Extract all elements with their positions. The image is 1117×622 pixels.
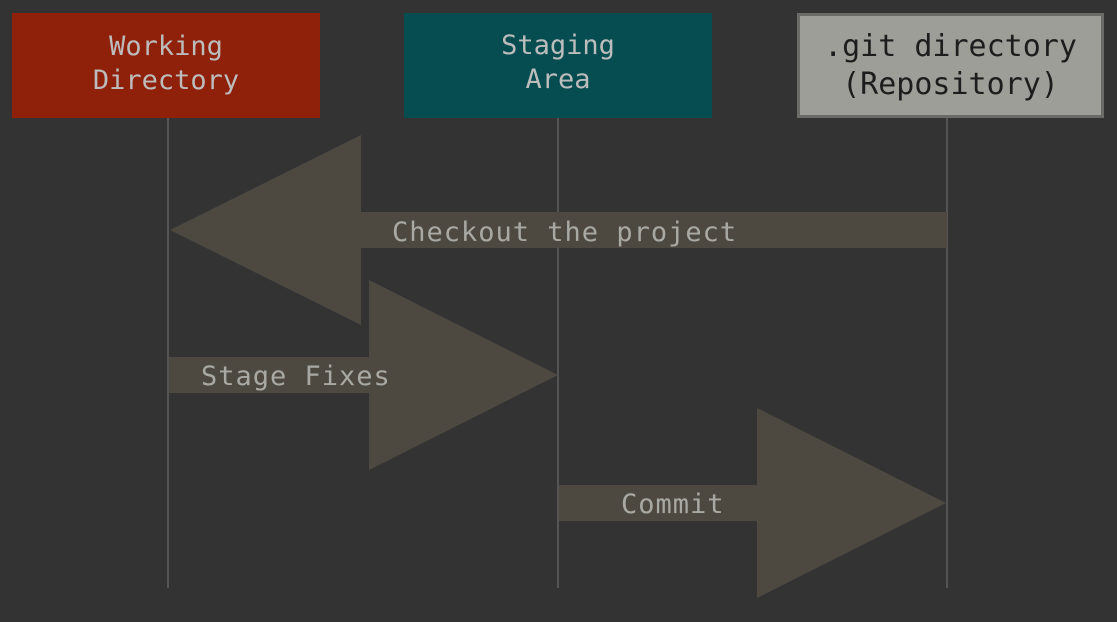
- checkout-arrow-label: Checkout the project: [392, 217, 737, 248]
- git-directory-box: .git directory (Repository): [797, 13, 1104, 118]
- stage-arrow-label: Stage Fixes: [201, 361, 391, 392]
- working-directory-label-line2: Directory: [92, 64, 240, 96]
- stage-arrow-shape: [169, 280, 558, 470]
- commit-arrow-shape: [559, 408, 946, 598]
- git-directory-label-line1: .git directory: [824, 29, 1077, 64]
- staging-area-box: Staging Area: [404, 13, 712, 118]
- checkout-arrow: Checkout the project: [170, 135, 947, 325]
- commit-arrow-label: Commit: [621, 489, 725, 520]
- git-directory-lifeline: [946, 118, 948, 588]
- git-directory-label-line2: (Repository): [842, 66, 1059, 102]
- staging-area-lifeline: [557, 118, 559, 588]
- checkout-arrow-shape: [170, 135, 947, 325]
- working-directory-label-line1: Working: [109, 30, 223, 62]
- staging-area-label-line1: Staging: [501, 29, 615, 61]
- commit-arrow: Commit: [559, 408, 946, 598]
- working-directory-lifeline: [167, 118, 169, 588]
- staging-area-label-line2: Area: [525, 63, 591, 95]
- working-directory-box: Working Directory: [12, 13, 320, 118]
- stage-arrow: Stage Fixes: [169, 280, 558, 470]
